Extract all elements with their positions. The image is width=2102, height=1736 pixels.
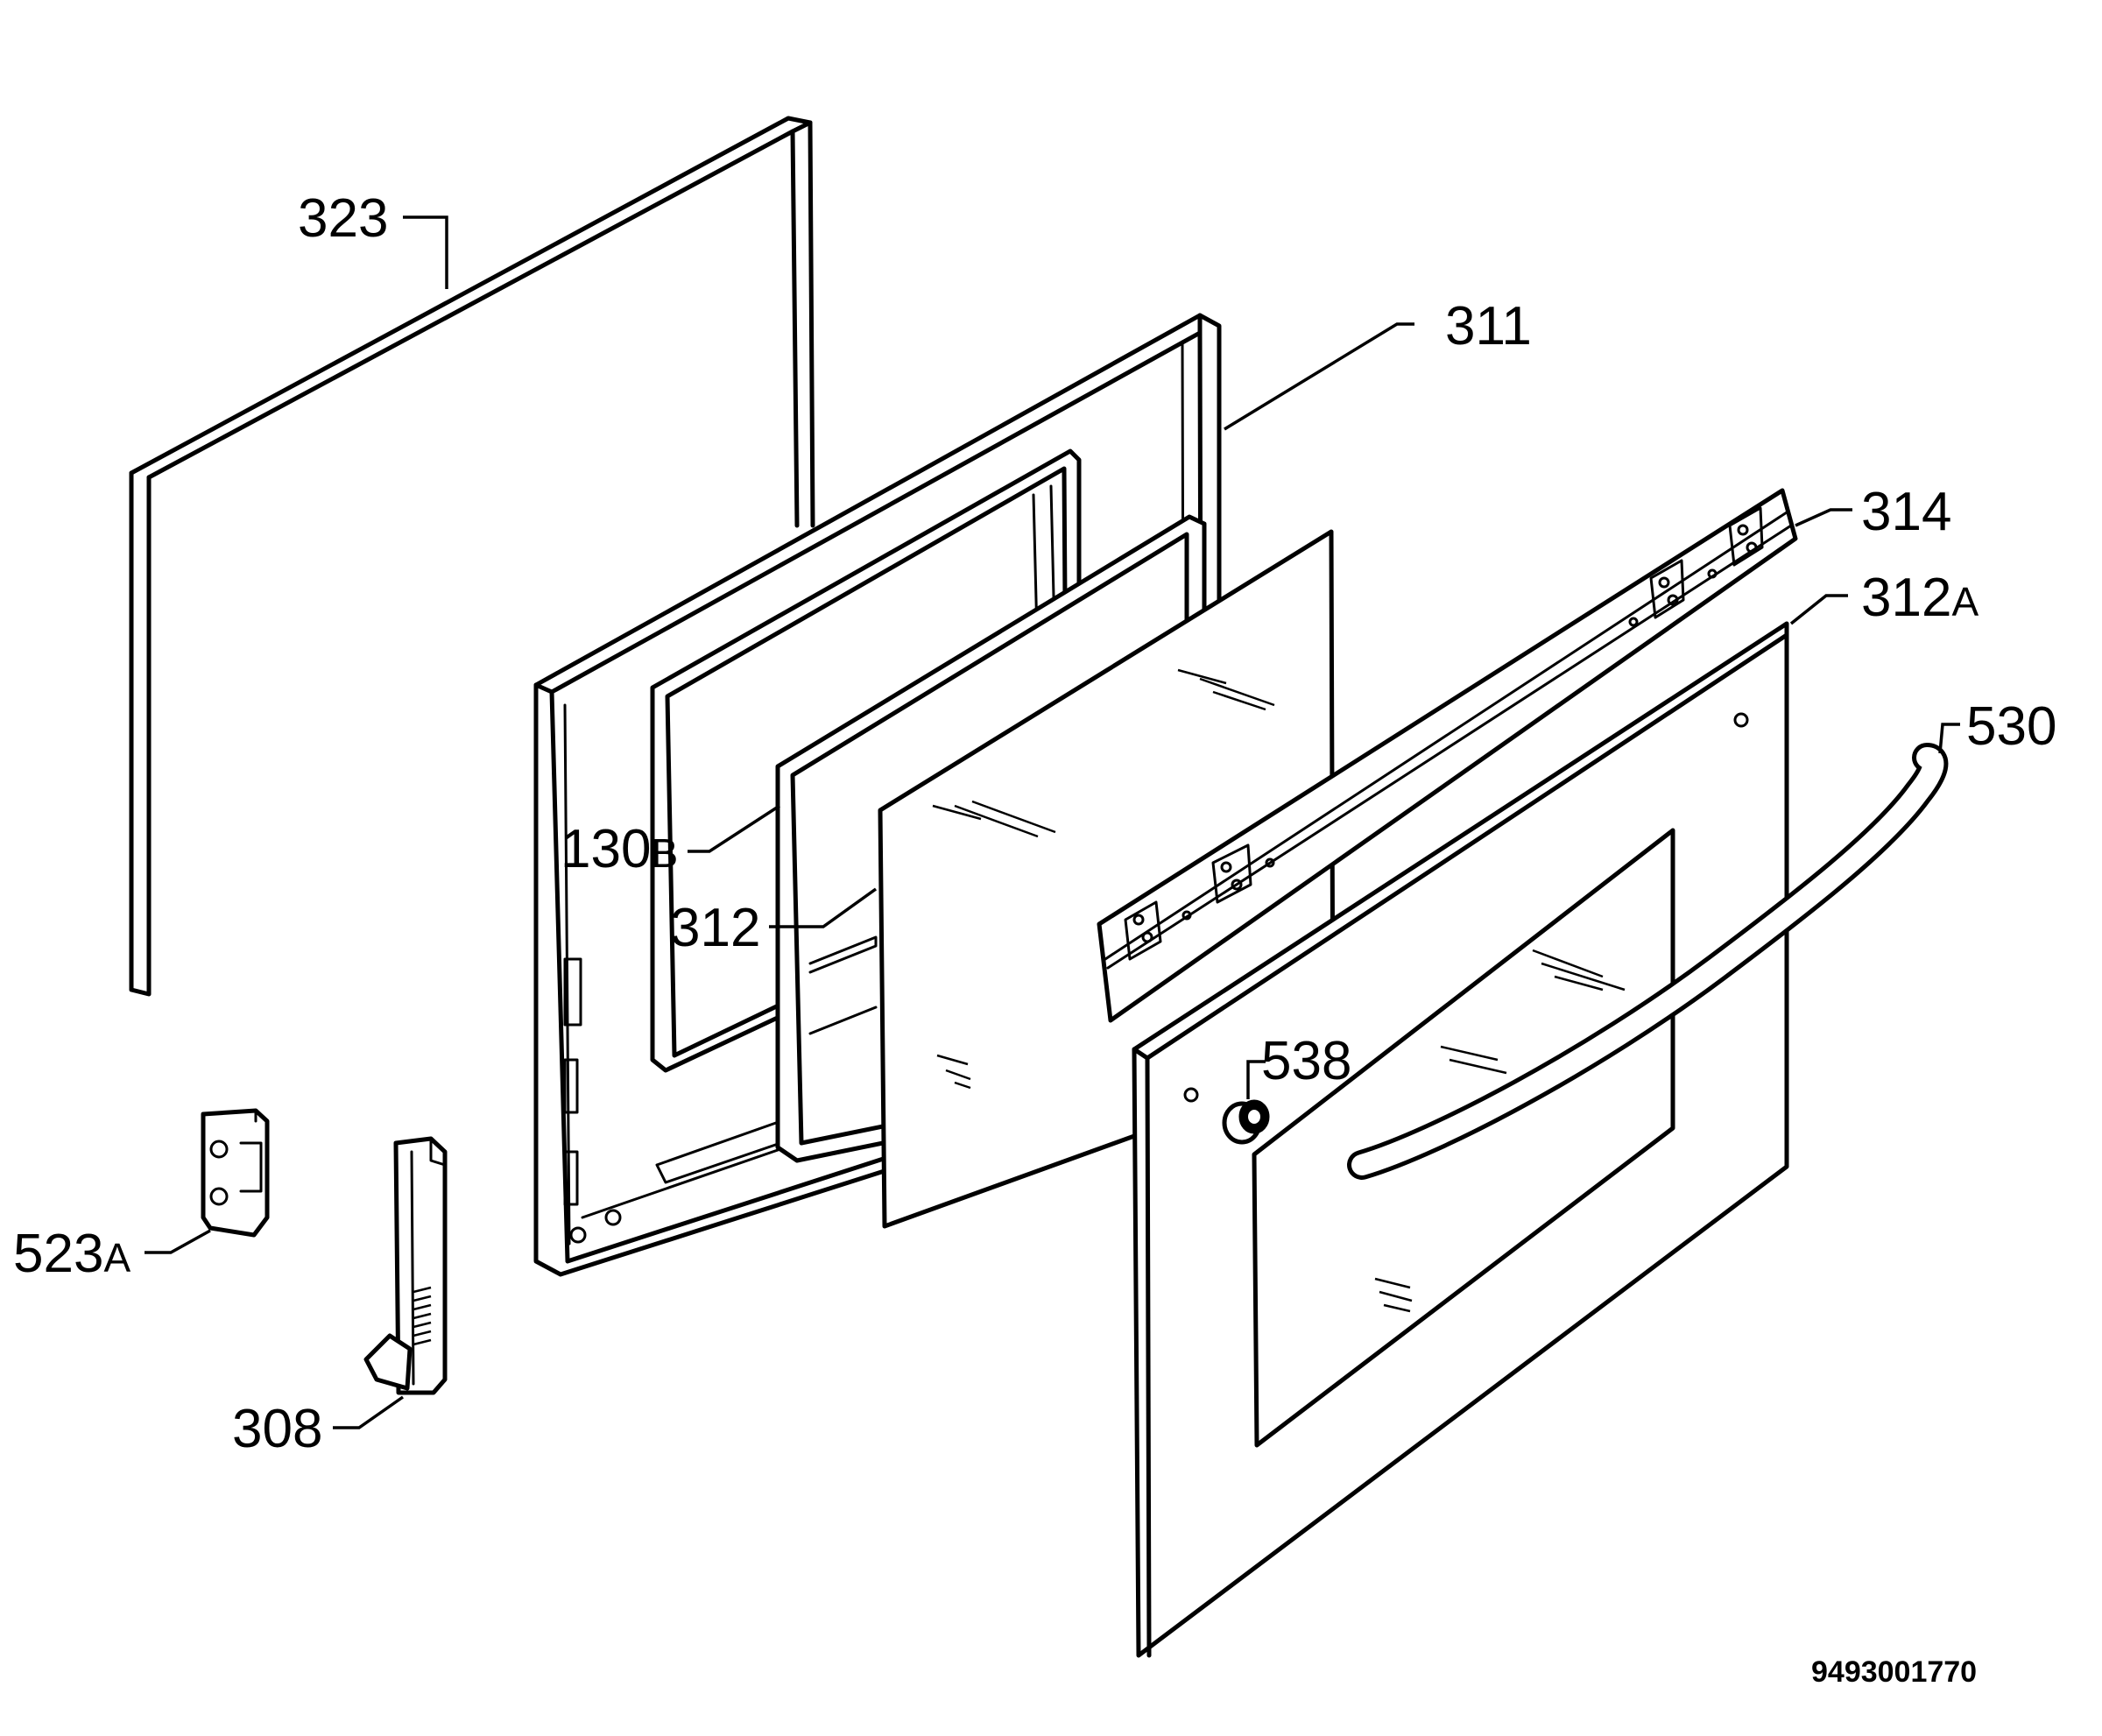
leader-lines bbox=[145, 215, 1960, 1429]
callout-311: 311 bbox=[1445, 296, 1532, 356]
part-308-hinge bbox=[363, 1136, 448, 1395]
callout-312a: 312A bbox=[1861, 568, 1979, 628]
bracket-hinge-plates bbox=[1124, 506, 1764, 961]
leader-523a bbox=[145, 1229, 211, 1254]
callout-labels: 323 311 314 312A 530 130B 312 538 523A 3… bbox=[13, 188, 2056, 1459]
leader-130b bbox=[688, 804, 780, 853]
leader-323 bbox=[403, 215, 448, 289]
callout-130b: 130B bbox=[561, 819, 678, 879]
leader-308 bbox=[333, 1395, 405, 1429]
callout-314: 314 bbox=[1861, 482, 1951, 542]
document-number: 9493001770 bbox=[1811, 1655, 1977, 1689]
leader-314 bbox=[1795, 508, 1852, 527]
callout-308: 308 bbox=[232, 1399, 322, 1459]
callout-530: 530 bbox=[1966, 696, 2056, 757]
callout-523a: 523A bbox=[13, 1224, 130, 1284]
part-538-spacer bbox=[1222, 1099, 1270, 1145]
part-314-door-bracket bbox=[1097, 488, 1798, 1023]
part-523a-hinge-receiver bbox=[201, 1108, 270, 1238]
part-323-door-gasket bbox=[129, 116, 815, 997]
callout-323: 323 bbox=[298, 188, 388, 249]
glass-reflection-marks bbox=[1374, 949, 1626, 1313]
part-530-door-handle bbox=[1347, 743, 1949, 1180]
leader-530 bbox=[1938, 723, 1960, 754]
callout-312: 312 bbox=[670, 898, 760, 958]
callout-538: 538 bbox=[1261, 1031, 1351, 1091]
leader-312a bbox=[1789, 594, 1848, 625]
leader-538 bbox=[1246, 1060, 1266, 1099]
leader-312 bbox=[769, 887, 878, 928]
glass-reflection-marks bbox=[932, 668, 1275, 1090]
leader-311 bbox=[1224, 322, 1414, 431]
hinge-spring bbox=[413, 1286, 432, 1346]
